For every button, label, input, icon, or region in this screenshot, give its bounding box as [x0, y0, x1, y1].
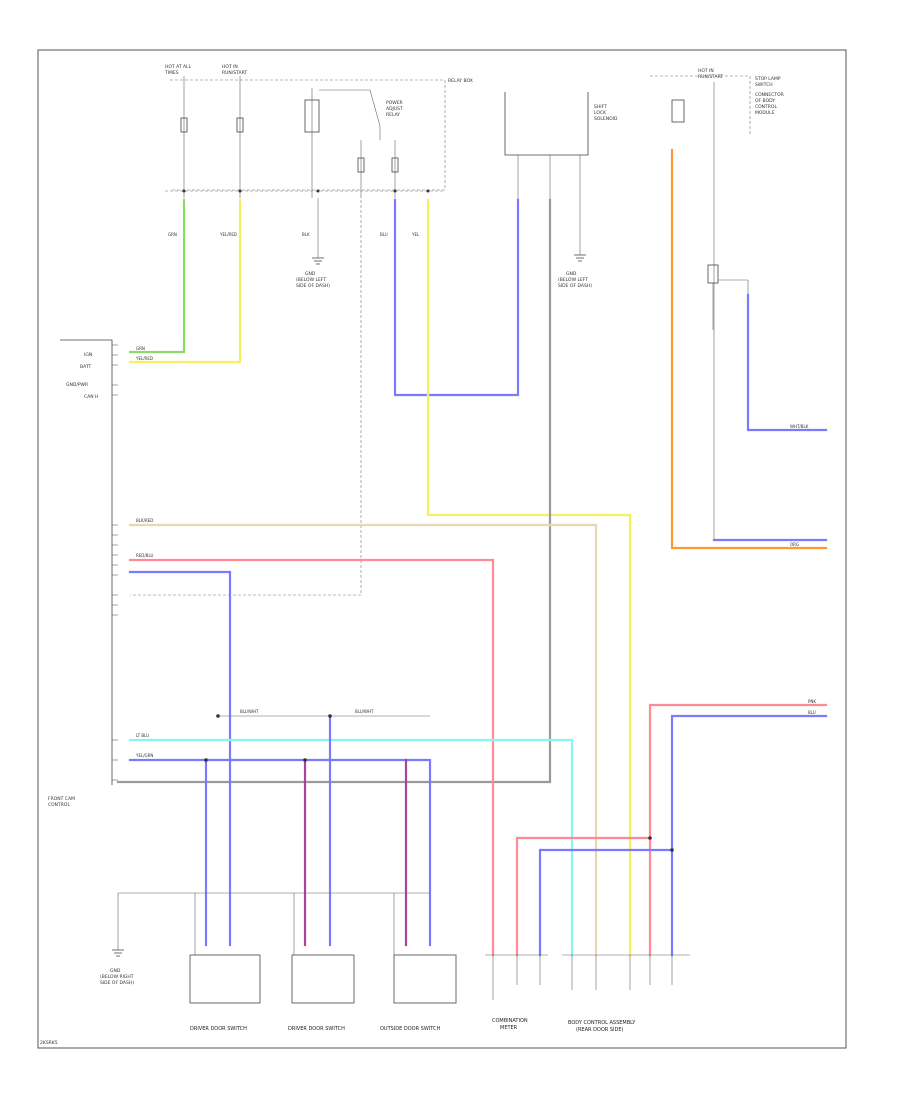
- wire-label-yel-grn: YEL/GRN: [135, 753, 153, 758]
- stop-lamp-note-2: OF BODY: [755, 98, 775, 104]
- wire-label-blu-wht-2: BLU/WHT: [355, 709, 374, 714]
- relay-label-3: RELAY: [386, 112, 400, 118]
- fuse-c-label-2: RUN/START: [698, 74, 723, 80]
- ground-top-3: SIDE OF DASH): [296, 283, 330, 289]
- combination-meter-label-2: METER: [500, 1025, 518, 1031]
- outside-door-switch-box: [393, 954, 457, 1004]
- body-control-label-1: BODY CONTROL ASSEMBLY: [568, 1020, 636, 1026]
- wire-label-blk: BLK: [302, 232, 310, 237]
- ground-mid-2: (BELOW LEFT: [558, 277, 588, 283]
- stop-lamp-switch: [671, 99, 685, 123]
- fuse-b: [236, 117, 244, 133]
- diagram-frame: [37, 49, 847, 1049]
- driver-door-switch-label: DRIVER DOOR SWITCH: [190, 1026, 247, 1032]
- shift-lock-box: [504, 92, 589, 156]
- wire-yellow-batt: [128, 198, 242, 364]
- wire-blue-right-3: [670, 714, 828, 957]
- relay-box-label: RELAY BOX: [448, 78, 473, 84]
- wire-dashed-gray: [130, 200, 362, 596]
- wire-red-module: [128, 558, 495, 957]
- relay-label-1: POWER: [386, 100, 403, 106]
- ground-bottom-2: (BELOW RIGHT: [100, 974, 134, 980]
- wire-label-org: ORG: [790, 542, 799, 547]
- ground-symbol-2: [574, 254, 586, 262]
- wire-yellow-long: [426, 198, 632, 957]
- ground-mid-3: SIDE OF DASH): [558, 283, 592, 289]
- wire-blue-row: [128, 758, 432, 947]
- wire-red-combo: [515, 836, 652, 957]
- wire-label-blu-wht: BLU/WHT: [240, 709, 259, 714]
- stop-lamp-label-2: SWITCH: [755, 82, 773, 88]
- wire-label-pnk: PNK: [808, 699, 816, 704]
- ground-symbol-3: [112, 949, 124, 957]
- wire-label-blk-red: BLK/RED: [136, 518, 153, 523]
- right-relay: [707, 264, 719, 284]
- fuse-c-label-1: HOT IN: [698, 68, 714, 74]
- ground-symbol-1: [312, 257, 324, 265]
- pin-batt: BATT: [80, 364, 91, 370]
- wire-green-ign: [128, 198, 186, 354]
- wire-label-lt-blu: LT BLU: [136, 733, 149, 738]
- ground-bottom-1: GND: [110, 968, 121, 974]
- stop-lamp-note-4: MODULE: [755, 110, 775, 116]
- shift-lock-label-1: SHIFT: [594, 104, 607, 110]
- body-control-label-2: (REAR DOOR SIDE): [576, 1027, 624, 1033]
- wire-blue-combo: [538, 848, 674, 957]
- diagram-id: 2KSRK5: [40, 1040, 58, 1046]
- ground-top-1: GND: [305, 271, 316, 277]
- shift-lock-label-3: SOLENOID: [594, 116, 618, 122]
- relay-label-2: ADJUST: [386, 106, 403, 112]
- front-cam-label-1: FRONT CAM: [48, 796, 75, 802]
- wire-label-yel: YEL: [411, 232, 420, 237]
- wire-label-blu: BLU: [380, 232, 388, 237]
- fuse-a-label-1: HOT AT ALL: [165, 64, 192, 70]
- wire-blue-driver: [128, 570, 232, 947]
- wire-blue-stop-signal: [393, 198, 520, 397]
- fuse-b-label-2: RUN/START: [222, 70, 247, 76]
- wire-label-blu-right: BLU: [808, 710, 816, 715]
- ground-top-2: (BELOW LEFT: [296, 277, 326, 283]
- wire-label-grn: GRN: [168, 232, 177, 237]
- stop-lamp-label-1: STOP LAMP: [755, 76, 781, 82]
- front-cam-module: [60, 339, 113, 785]
- wire-tan: [128, 523, 598, 957]
- wire-orange: [670, 148, 828, 550]
- pin-gnd: GND/PWR: [66, 382, 88, 388]
- pin-can: CAN H: [84, 394, 98, 400]
- fuse-a-label-2: TIMES: [164, 70, 179, 76]
- ground-mid-1: GND: [566, 271, 577, 277]
- fuse-box-outline: [170, 79, 446, 191]
- ground-bottom-3: SIDE OF DASH): [100, 980, 134, 986]
- splice-points: [182, 189, 674, 852]
- relay-switch-line: [319, 89, 381, 140]
- driver-door-switch-2-box: [291, 954, 355, 1004]
- wire-label-yel-red-2: YEL/RED: [135, 356, 153, 361]
- body-control-pins: [571, 955, 673, 990]
- outside-door-switch-label: OUTSIDE DOOR SWITCH: [380, 1026, 441, 1032]
- wire-red-right: [648, 703, 828, 957]
- wire-cyan: [128, 738, 574, 957]
- shift-lock-label-2: LOCK: [594, 110, 607, 116]
- wire-label-wht-blk: WHT/BLK: [790, 424, 809, 429]
- fuse-b-label-1: HOT IN: [222, 64, 238, 70]
- wire-blue-right-1: [746, 293, 828, 432]
- combination-meter-label-1: COMBINATION: [492, 1018, 528, 1024]
- front-cam-label-2: CONTROL: [48, 802, 70, 808]
- combination-meter-pins: [492, 955, 541, 1000]
- stop-lamp-note-1: CONNECTOR: [755, 92, 784, 98]
- wire-label-red-blu: RED/BLU: [136, 553, 154, 558]
- stop-lamp-note-3: CONTROL: [755, 104, 777, 110]
- pin-ign: IGN: [84, 352, 92, 358]
- driver-door-switch-box: [189, 954, 261, 1004]
- wire-label-grn-2: GRN: [136, 346, 145, 351]
- driver-door-switch-2-label: DRIVER DOOR SWITCH: [288, 1026, 345, 1032]
- module-pin-ticks: [112, 354, 118, 781]
- fuse-a: [180, 117, 188, 133]
- wire-label-yel-red: YEL/RED: [219, 232, 237, 237]
- wire-gray-shift: [116, 198, 552, 784]
